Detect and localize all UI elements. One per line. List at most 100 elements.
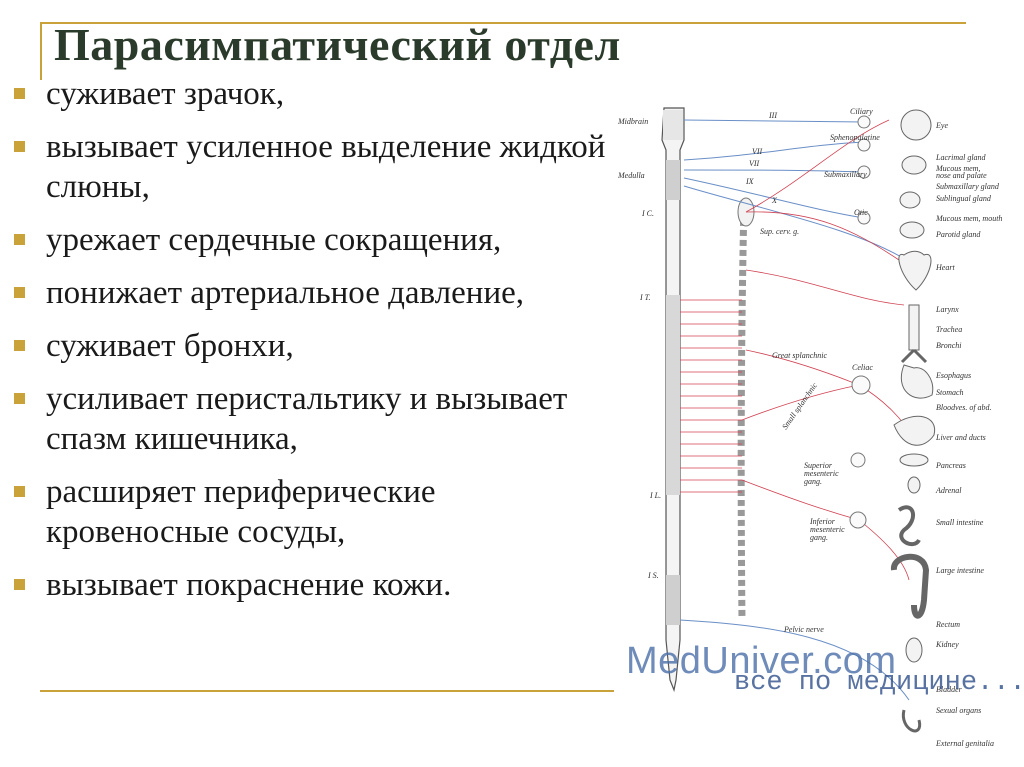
svg-text:VII: VII: [752, 147, 763, 156]
svg-text:I C.: I C.: [641, 209, 654, 218]
svg-text:Large intestine: Large intestine: [935, 566, 984, 575]
spinal-cord: [661, 107, 685, 693]
svg-text:gang.: gang.: [804, 477, 822, 486]
svg-text:Superior: Superior: [804, 461, 833, 470]
bullet-square-icon: [14, 141, 25, 152]
organ-labels: Eye Lacrimal gland Mucous mem, nose and …: [935, 121, 1002, 748]
gland-icon: [899, 221, 925, 239]
bladder-icon: [905, 637, 923, 663]
svg-text:Sublingual gland: Sublingual gland: [936, 194, 992, 203]
svg-text:Mucous mem, mouth: Mucous mem, mouth: [935, 214, 1002, 223]
svg-text:Heart: Heart: [935, 263, 955, 272]
svg-text:Sphenopalatine: Sphenopalatine: [830, 133, 880, 142]
bullet-square-icon: [14, 287, 25, 298]
parasympathetic-cranial-nerves: [679, 119, 915, 701]
bullet-item: вызывает покраснение кожи.: [14, 565, 614, 605]
svg-text:III: III: [768, 111, 777, 120]
gland-icon: [899, 191, 921, 209]
bullet-square-icon: [14, 486, 25, 497]
bullet-item: усиливает перистальтику и вызывает спазм…: [14, 379, 614, 459]
svg-text:Rectum: Rectum: [935, 620, 960, 629]
bullet-square-icon: [14, 393, 25, 404]
heart-icon: [898, 250, 932, 291]
eye-icon: [900, 109, 932, 141]
svg-text:Pancreas: Pancreas: [935, 461, 966, 470]
ganglia: [849, 115, 871, 529]
svg-text:Sexual organs: Sexual organs: [936, 706, 981, 715]
svg-text:Trachea: Trachea: [936, 325, 962, 334]
bullet-item: понижает артериальное давление,: [14, 273, 614, 313]
nerve-labels: III VII VII IX X Sup. cerv. g. Great spl…: [745, 111, 827, 634]
genitalia-icon: [901, 709, 922, 733]
bullet-item: суживает зрачок,: [14, 74, 614, 114]
bullet-item: урежает сердечные сокращения,: [14, 220, 614, 260]
larynx-icon: [908, 304, 920, 351]
bullet-item: расширяет периферические кровеносные сос…: [14, 472, 614, 552]
svg-text:Sup. cerv. g.: Sup. cerv. g.: [760, 227, 799, 236]
svg-text:Celiac: Celiac: [852, 363, 873, 372]
svg-text:Bladder: Bladder: [936, 685, 963, 694]
svg-text:Eye: Eye: [935, 121, 948, 130]
gland-icon: [901, 155, 927, 175]
svg-text:X: X: [771, 196, 778, 205]
sympathetic-fibers: [680, 119, 915, 581]
svg-text:Esophagus: Esophagus: [935, 371, 971, 380]
svg-text:Small splanchnic: Small splanchnic: [780, 381, 819, 431]
stomach-icon: [900, 364, 934, 399]
frame-left-line: [40, 22, 42, 80]
svg-text:Inferior: Inferior: [809, 517, 836, 526]
svg-text:Submaxillary gland: Submaxillary gland: [936, 182, 1000, 191]
svg-text:Bronchi: Bronchi: [936, 341, 961, 350]
pancreas-icon: [899, 453, 929, 467]
watermark-slogan: все по медицине...: [734, 668, 1024, 698]
svg-text:Otic: Otic: [854, 208, 868, 217]
liver-icon: [893, 415, 936, 446]
svg-text:Medulla: Medulla: [617, 171, 645, 180]
svg-text:Pelvic nerve: Pelvic nerve: [783, 625, 824, 634]
bullet-item: суживает бронхи,: [14, 326, 614, 366]
bullet-list: суживает зрачок, вызывает усиленное выде…: [14, 74, 614, 618]
svg-text:External genitalia: External genitalia: [935, 739, 994, 748]
svg-text:Mucous mem,: Mucous mem,: [935, 164, 980, 173]
svg-text:Great splanchnic: Great splanchnic: [772, 351, 827, 360]
svg-text:I L.: I L.: [649, 491, 661, 500]
svg-text:nose and palate: nose and palate: [936, 171, 987, 180]
bullet-square-icon: [14, 234, 25, 245]
ganglion-labels: Ciliary Sphenopalatine Submaxillary Otic…: [804, 107, 880, 542]
autonomic-nervous-system-diagram: Midbrain Medulla I C. I T. I L. I S. III…: [617, 107, 1002, 748]
svg-text:Lacrimal gland: Lacrimal gland: [935, 153, 987, 162]
bullet-item: вызывает усиленное выделение жидкой слюн…: [14, 127, 614, 207]
bullet-square-icon: [14, 340, 25, 351]
svg-text:mesenteric: mesenteric: [810, 525, 845, 534]
svg-text:Submaxillary: Submaxillary: [824, 170, 867, 179]
svg-text:Adrenal: Adrenal: [935, 486, 962, 495]
svg-text:Ciliary: Ciliary: [850, 107, 873, 116]
adrenal-icon: [907, 476, 921, 494]
svg-text:IX: IX: [745, 177, 755, 186]
svg-text:I T.: I T.: [639, 293, 651, 302]
svg-text:Midbrain: Midbrain: [617, 117, 648, 126]
frame-top-line: [40, 22, 966, 24]
spinal-region-labels: Midbrain Medulla I C. I T. I L. I S.: [617, 117, 661, 580]
svg-text:Stomach: Stomach: [936, 388, 964, 397]
svg-text:Parotid gland: Parotid gland: [935, 230, 981, 239]
large-intestine-icon: [891, 553, 930, 619]
svg-text:VII: VII: [749, 159, 760, 168]
small-intestine-icon: [897, 505, 921, 547]
svg-text:Larynx: Larynx: [935, 305, 959, 314]
sympathetic-chain: [737, 197, 755, 621]
svg-text:gang.: gang.: [810, 533, 828, 542]
bronchi-icon: [900, 348, 928, 364]
bullet-square-icon: [14, 88, 25, 99]
svg-text:Small intestine: Small intestine: [936, 518, 984, 527]
organ-icons: [891, 109, 936, 733]
svg-text:mesenteric: mesenteric: [804, 469, 839, 478]
svg-text:I S.: I S.: [647, 571, 659, 580]
watermark-site: MedUniver.com: [626, 640, 897, 682]
bullet-square-icon: [14, 579, 25, 590]
svg-text:Liver and ducts: Liver and ducts: [935, 433, 986, 442]
slide-title: Парасимпатический отдел: [54, 19, 621, 70]
svg-text:Kidney: Kidney: [935, 640, 959, 649]
svg-text:Bloodves. of abd.: Bloodves. of abd.: [936, 403, 992, 412]
frame-bottom-line: [40, 690, 614, 692]
